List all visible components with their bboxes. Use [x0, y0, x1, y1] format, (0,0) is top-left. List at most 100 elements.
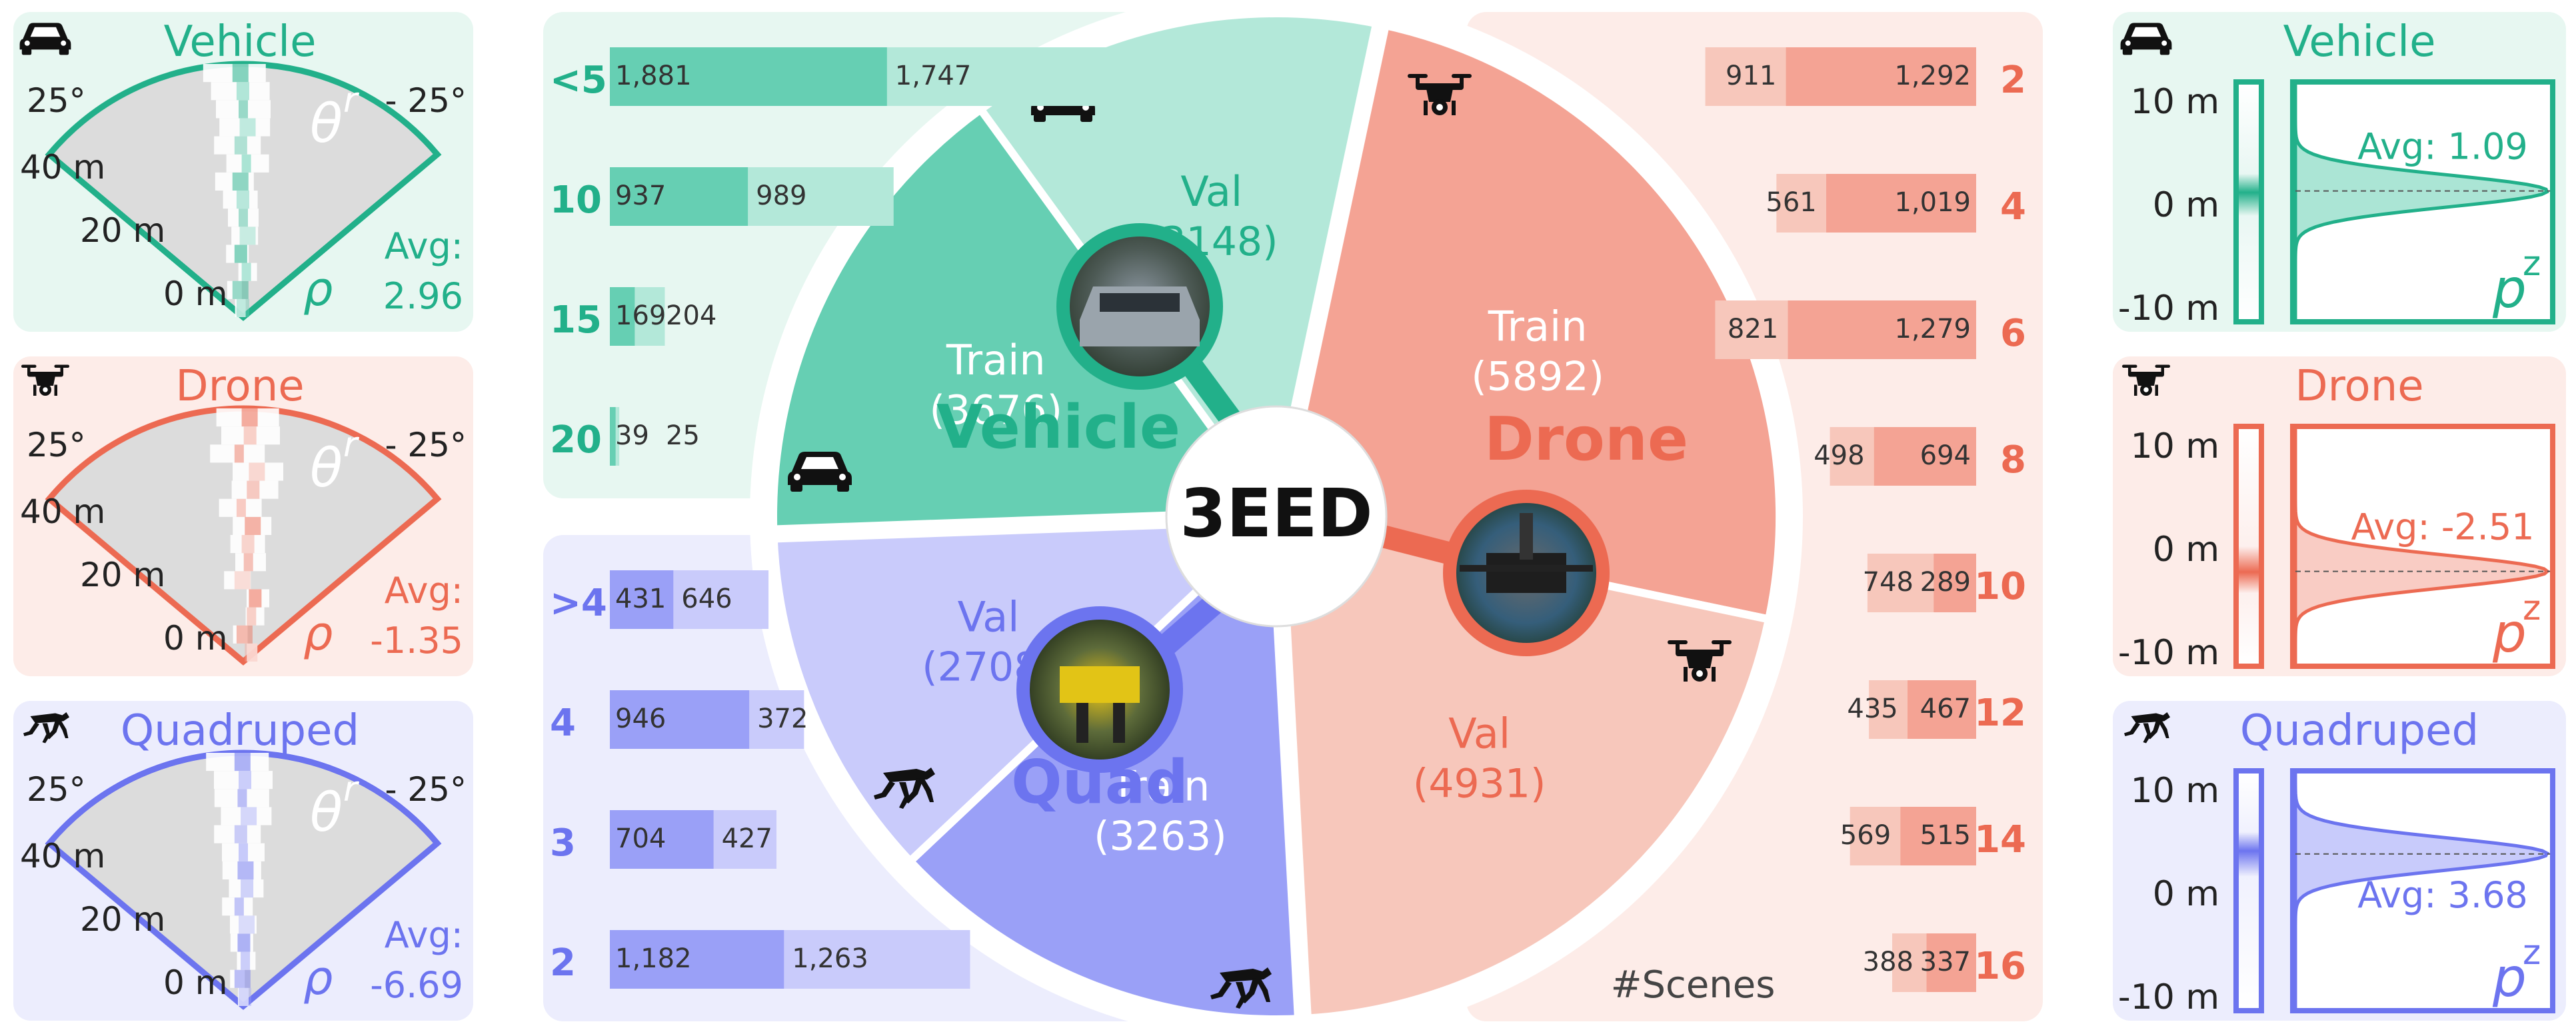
- pie-val-label: Val: [1448, 709, 1510, 758]
- polar-heat-cell: [232, 64, 249, 83]
- bar-value-label: 911: [1726, 61, 1776, 91]
- bar-category-label: 6: [2000, 312, 2026, 355]
- bar-series-1: [610, 930, 784, 989]
- bar-series-1: [610, 570, 674, 629]
- bar-value-label: 569: [1840, 820, 1891, 851]
- platform-name-drone: Drone: [1484, 404, 1688, 474]
- polar-avg-label: Avg:: [385, 225, 463, 267]
- polar-heat-cell: [228, 209, 259, 227]
- bar-value-label: 25: [666, 420, 700, 451]
- theta-label: θ: [310, 93, 343, 155]
- polar-avg-label: Avg:: [385, 914, 463, 956]
- bar-value-label: 515: [1920, 820, 1971, 851]
- polar-heat-cell: [243, 426, 257, 445]
- height-strip: [2239, 429, 2259, 664]
- polar-heatmap: [206, 753, 273, 1006]
- pie-train-count: (3263): [1094, 813, 1227, 860]
- polar-heat-cell: [230, 969, 245, 988]
- rho-label: ρ: [303, 262, 333, 316]
- bar-series-2: [1900, 807, 1976, 865]
- bar-series-1: [1715, 300, 1788, 359]
- height-density-frame: [2290, 768, 2555, 1013]
- polar-avg-label: Avg:: [385, 570, 463, 612]
- bar-category-label: 10: [550, 179, 602, 222]
- bar-value-label: 561: [1766, 187, 1816, 218]
- height-p-label: p: [2492, 602, 2527, 664]
- bar-value-label: 435: [1847, 694, 1898, 724]
- bar-category-label: 4: [550, 702, 576, 745]
- height-axis-tick: -10 m: [2118, 633, 2219, 673]
- polar-heat-cell: [237, 861, 254, 879]
- bar-category-label: <5: [550, 59, 607, 102]
- pie-val-label: Val: [958, 592, 1020, 641]
- bar-value-label: 204: [666, 300, 716, 331]
- polar-radius-label: 40 m: [20, 492, 105, 531]
- pie-train-label: Train: [946, 336, 1046, 384]
- polar-heat-cell: [224, 571, 251, 590]
- bar-value-label: 1,279: [1894, 314, 1971, 344]
- bar-category-label: 8: [2000, 438, 2026, 482]
- bar-category-label: 3: [550, 821, 576, 865]
- polar-heat-cell: [233, 462, 283, 481]
- height-axis-tick: -10 m: [2118, 288, 2219, 328]
- polar-heat-cell: [235, 298, 246, 317]
- pie-train-count: (5892): [1471, 353, 1604, 400]
- height-avg-label: Avg: 3.68: [2357, 874, 2528, 916]
- bar-category-label: 15: [550, 298, 602, 342]
- bar-value-label: 937: [615, 181, 666, 211]
- bar-value-label: 704: [615, 823, 666, 854]
- polar-heat-cell: [245, 516, 261, 535]
- polar-panel-title: Vehicle: [164, 17, 317, 67]
- polar-heat-cell: [239, 915, 255, 934]
- bar-value-label: 694: [1920, 440, 1971, 471]
- polar-avg-value: -6.69: [370, 964, 463, 1006]
- bar-series-2: [1788, 300, 1976, 359]
- bar-series-1: [1830, 427, 1874, 486]
- bar-value-label: 388: [1863, 947, 1914, 977]
- height-axis-tick: 0 m: [2153, 185, 2219, 225]
- bar-category-label: 12: [1974, 692, 2026, 735]
- height-axis-tick: -10 m: [2118, 977, 2219, 1017]
- polar-heatmap: [203, 64, 271, 317]
- polar-heat-cell: [239, 227, 256, 245]
- bar-category-label: 16: [1974, 945, 2026, 988]
- polar-heat-cell: [249, 589, 262, 608]
- polar-heat-cell: [216, 100, 271, 119]
- polar-heat-cell: [241, 535, 255, 554]
- polar-avg-value: -1.35: [370, 620, 463, 662]
- height-axis-tick: 0 m: [2153, 874, 2219, 914]
- polar-heat-cell: [243, 553, 253, 572]
- bar-series-1: [1867, 554, 1934, 612]
- polar-heat-cell: [236, 191, 249, 209]
- bar-series-2: [1926, 933, 1976, 992]
- theta-label: θ: [310, 437, 343, 499]
- polar-heat-cell: [234, 136, 247, 155]
- bar-series-2: [1874, 427, 1976, 486]
- polar-angle-left: 25°: [27, 426, 86, 464]
- polar-radius-label: 0 m: [163, 619, 227, 658]
- bar-category-label: 10: [1974, 565, 2026, 608]
- polar-heat-cell: [238, 987, 249, 1006]
- bar-value-label: 498: [1814, 440, 1864, 471]
- polar-heat-cell: [230, 535, 265, 554]
- drone-photo: [1443, 490, 1610, 656]
- bar-series-1: [610, 167, 748, 226]
- polar-heat-cell: [219, 118, 271, 137]
- bar-value-label: 821: [1728, 314, 1778, 344]
- polar-radius-label: 20 m: [80, 556, 165, 594]
- bar-series-1: [610, 47, 887, 106]
- pie-val-count: (4931): [1413, 760, 1546, 807]
- bar-value-label: 646: [681, 584, 732, 614]
- bar-series-1: [610, 407, 616, 466]
- height-strip: [2239, 85, 2259, 319]
- bar-value-label: 431: [615, 584, 666, 614]
- polar-heat-cell: [236, 82, 249, 101]
- bar-category-label: 2: [550, 941, 576, 985]
